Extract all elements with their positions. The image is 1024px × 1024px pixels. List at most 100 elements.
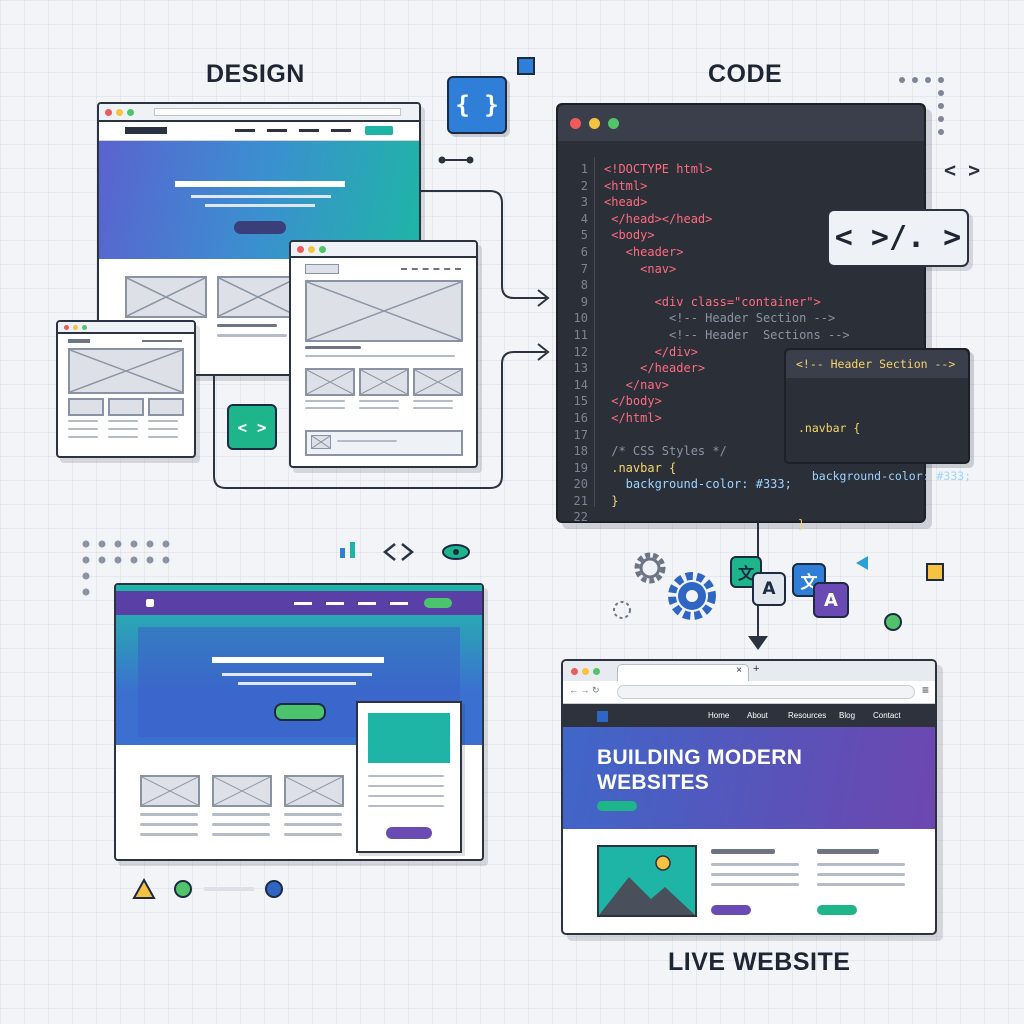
circle-green-small-icon bbox=[174, 880, 192, 898]
signal-bars-icon bbox=[340, 542, 355, 558]
design-mockup-small bbox=[56, 320, 196, 458]
card-button-2[interactable] bbox=[817, 905, 857, 915]
code-text: </html> bbox=[604, 410, 662, 425]
line-number: 10 bbox=[573, 311, 588, 326]
code-brackets-icon: < > bbox=[944, 158, 981, 182]
circle-blue-icon bbox=[265, 880, 283, 898]
triangle-accent-icon bbox=[856, 556, 868, 570]
hero-title: BUILDING MODERN WEBSITES bbox=[597, 746, 803, 794]
line-number: 19 bbox=[573, 460, 588, 475]
arrowhead-1 bbox=[537, 289, 550, 307]
code-text: .navbar { bbox=[604, 460, 677, 475]
tab-close-icon[interactable]: × bbox=[736, 665, 742, 676]
translate-icon-a: A bbox=[752, 572, 786, 606]
line-number: 15 bbox=[573, 394, 588, 409]
css-popup-close: } bbox=[798, 517, 805, 531]
code-text: <!-- Header Sections --> bbox=[604, 327, 850, 342]
closing-tag-bubble: < >/. > bbox=[827, 209, 969, 267]
line-number: 2 bbox=[580, 178, 588, 193]
hero-image-icon bbox=[597, 845, 697, 917]
code-text: </head></head> bbox=[604, 211, 713, 226]
hero-cta-button[interactable] bbox=[597, 801, 637, 811]
nav-link-home[interactable]: Home bbox=[708, 711, 730, 720]
dots-decoration-icon bbox=[899, 77, 944, 135]
bottom-shapes bbox=[132, 877, 283, 899]
browser-tab[interactable]: × bbox=[617, 664, 749, 682]
line-number: 5 bbox=[580, 228, 588, 243]
line-number: 17 bbox=[573, 427, 588, 442]
code-text: background-color: #333; bbox=[604, 477, 792, 492]
url-input[interactable] bbox=[617, 685, 915, 699]
new-tab-icon[interactable]: + bbox=[753, 663, 760, 675]
code-text: /* CSS Styles */ bbox=[604, 444, 727, 459]
connector-design-to-code bbox=[400, 190, 546, 299]
code-text: <header> bbox=[604, 244, 684, 259]
css-popup-rule: background-color: #333; bbox=[798, 469, 972, 483]
line-number: 9 bbox=[580, 294, 588, 309]
site-navbar: Home About Resources Blog Contact bbox=[563, 704, 935, 728]
nav-link-contact[interactable]: Contact bbox=[873, 711, 901, 720]
line-number: 21 bbox=[573, 493, 588, 508]
line-number: 18 bbox=[573, 444, 588, 459]
square-yellow-icon bbox=[926, 563, 944, 581]
window-titlebar bbox=[99, 104, 419, 122]
code-text: <!DOCTYPE html> bbox=[604, 162, 713, 176]
braces-icon: { } bbox=[447, 76, 507, 134]
code-text: <!-- Header Section --> bbox=[604, 311, 836, 326]
line-number: 20 bbox=[573, 477, 588, 492]
line-number: 16 bbox=[573, 410, 588, 425]
line-number: 3 bbox=[580, 195, 588, 210]
mockup-navbar bbox=[99, 122, 419, 141]
arrowhead-2 bbox=[537, 343, 550, 361]
code-text: </nav> bbox=[604, 377, 670, 392]
eye-icon bbox=[442, 544, 470, 560]
line-number: 8 bbox=[580, 278, 588, 293]
site-hero: BUILDING MODERN WEBSITES bbox=[563, 727, 935, 829]
responsive-preview-mockup bbox=[114, 583, 484, 861]
line-number: 7 bbox=[580, 261, 588, 276]
site-logo[interactable] bbox=[597, 711, 608, 722]
build-process-icons bbox=[613, 552, 716, 620]
nav-link-about[interactable]: About bbox=[747, 711, 768, 720]
design-title: DESIGN bbox=[206, 60, 305, 88]
browser-tabbar: × + bbox=[563, 661, 935, 682]
nav-link-blog[interactable]: Blog bbox=[839, 711, 856, 720]
design-wireframe bbox=[289, 240, 478, 468]
line-number: 4 bbox=[580, 211, 588, 226]
line-number: 12 bbox=[573, 344, 588, 359]
translate-icon-a-2: A bbox=[813, 582, 849, 618]
mockup-hero bbox=[99, 141, 419, 259]
code-text: </body> bbox=[604, 394, 662, 409]
square-accent-icon bbox=[517, 57, 535, 75]
browser-nav-controls-icon[interactable]: ← → ↻ bbox=[569, 685, 600, 695]
preview-decorations bbox=[82, 540, 470, 596]
code-text: <html> bbox=[604, 178, 648, 193]
code-chevrons-icon bbox=[382, 543, 415, 561]
css-popup-selector: .navbar { bbox=[798, 421, 861, 435]
line-number: 22 bbox=[573, 510, 588, 525]
code-text: </div> bbox=[604, 344, 698, 359]
code-text: <body> bbox=[604, 228, 655, 243]
line-number: 1 bbox=[580, 162, 588, 176]
loading-icon bbox=[613, 601, 631, 619]
gear-large-icon bbox=[668, 572, 716, 620]
code-text: <nav> bbox=[604, 261, 677, 276]
card-button-1[interactable] bbox=[711, 905, 751, 915]
menu-icon[interactable]: ≡ bbox=[921, 683, 929, 697]
arrowhead-down bbox=[748, 636, 768, 650]
live-website-title: LIVE WEBSITE bbox=[668, 948, 851, 976]
css-popup-header: <!-- Header Section --> bbox=[786, 350, 968, 378]
code-text: } bbox=[604, 493, 619, 508]
line-number: 13 bbox=[573, 361, 588, 376]
css-snippet-popup: <!-- Header Section --> .navbar { backgr… bbox=[784, 348, 971, 531]
accent-shapes-right bbox=[856, 556, 944, 631]
gear-small-icon bbox=[634, 552, 666, 584]
nav-link-resources[interactable]: Resources bbox=[788, 711, 827, 720]
mobile-card bbox=[356, 701, 462, 853]
code-editor-titlebar bbox=[558, 105, 924, 141]
code-text: <head> bbox=[604, 195, 648, 210]
line-number: 14 bbox=[573, 377, 588, 392]
circle-green-icon bbox=[884, 613, 902, 631]
line-number: 11 bbox=[573, 327, 588, 342]
live-website-browser: × + ← → ↻ ≡ Home About Resources Blog Co… bbox=[561, 659, 937, 935]
